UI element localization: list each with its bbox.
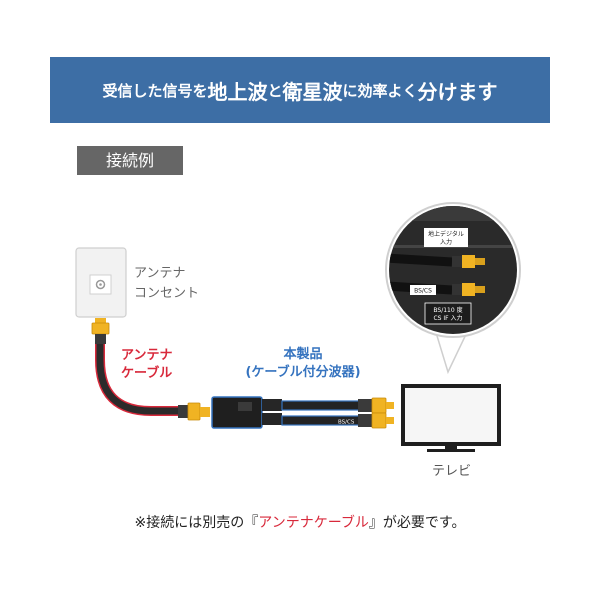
zoom-terrestrial-label-1: 地上デジタル xyxy=(428,230,464,238)
antenna-outlet-label-line2: コンセント xyxy=(134,286,200,301)
product-label-line1: 本製品 xyxy=(283,347,323,362)
zoom-bubble: 地上デジタル 入力 BS/CS BS/110 度 CS IF 入力 xyxy=(385,202,521,375)
banner-text-2: 地上波 xyxy=(207,79,268,104)
outlet-connector xyxy=(91,318,110,344)
splitter-input-connector xyxy=(178,402,210,421)
antenna-outlet-icon xyxy=(75,247,127,318)
tv-label: テレビ xyxy=(432,464,472,479)
antenna-outlet-label-line1: アンテナ xyxy=(134,266,186,281)
connection-example-tag: 接続例 xyxy=(77,146,183,175)
product-label-line2: (ケーブル付分波器) xyxy=(245,365,361,380)
footnote-close-bracket: 』 xyxy=(368,515,383,531)
footnote-highlight: アンテナケーブル xyxy=(258,515,369,531)
footnote: ※接続には別売の『アンテナケーブル』が必要です。 xyxy=(0,512,600,532)
banner-text-1: 受信した信号を xyxy=(102,81,208,100)
banner-text-6: 分けます xyxy=(417,79,498,104)
banner-text-3: と xyxy=(267,81,283,100)
zoom-bs110-label-2: CS IF 入力 xyxy=(433,314,462,322)
splitter-output-cables: BS/CS xyxy=(281,397,394,429)
zoom-bs110-label-1: BS/110 度 xyxy=(433,306,462,314)
banner-text-5: に効率よく xyxy=(342,81,418,100)
antenna-cable-label-line1: アンテナ xyxy=(121,348,173,363)
antenna-cable xyxy=(95,329,191,416)
tv-icon xyxy=(401,384,501,452)
splitter-body xyxy=(211,396,282,429)
splitter-print-label: BS/CS xyxy=(338,420,355,426)
footnote-suffix: が必要です。 xyxy=(382,515,466,531)
antenna-outlet-label: アンテナ コンセント xyxy=(134,264,199,304)
zoom-bscs-label: BS/CS xyxy=(414,288,432,295)
footnote-prefix: ※接続には別売の xyxy=(134,515,245,531)
header-banner: 受信した信号を 地上波 と 衛星波 に効率よく 分けます xyxy=(50,57,550,123)
antenna-cable-label: アンテナ ケーブル xyxy=(121,347,172,383)
antenna-cable-label-line2: ケーブル xyxy=(121,366,173,381)
product-label: 本製品 (ケーブル付分波器) xyxy=(236,346,370,382)
banner-text-4: 衛星波 xyxy=(282,79,343,104)
zoom-terrestrial-label-2: 入力 xyxy=(440,238,452,246)
footnote-open-bracket: 『 xyxy=(244,515,259,531)
